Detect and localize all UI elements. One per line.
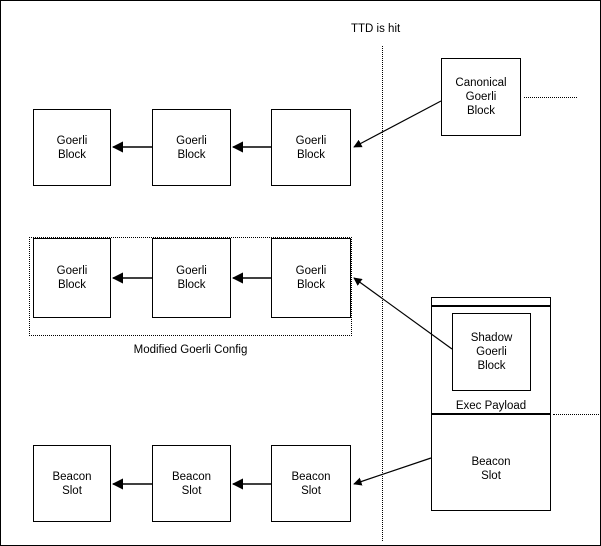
beacon-slot-row3-1: Beacon Slot (33, 445, 111, 522)
modified-goerli-config-boundary (29, 237, 352, 336)
goerli-block-row1-3: Goerli Block (271, 109, 351, 186)
beacon-slot-panel-label: Beacon Slot (471, 456, 511, 482)
canonical-chain-continues-dotted (524, 97, 577, 98)
shadow-goerli-block: Shadow Goerli Block (452, 313, 531, 391)
goerli-block-row2-3: Goerli Block (271, 238, 351, 318)
beacon-chain-continues-dotted (553, 414, 600, 415)
goerli-block-row2-1: Goerli Block (33, 238, 111, 318)
modified-goerli-config-label: Modified Goerli Config (133, 344, 248, 356)
ttd-timeline-dotted-line (382, 46, 383, 541)
ttd-is-hit-label: TTD is hit (351, 23, 401, 35)
beacon-slot-row3-2: Beacon Slot (152, 445, 231, 522)
beacon-slot-row3-3: Beacon Slot (271, 445, 351, 522)
goerli-block-row1-2: Goerli Block (152, 109, 231, 186)
payload-panel-header-strip (431, 297, 551, 306)
goerli-block-row1-1: Goerli Block (33, 109, 111, 186)
canonical-goerli-block: Canonical Goerli Block (441, 58, 521, 136)
goerli-block-row2-2: Goerli Block (152, 238, 231, 318)
exec-payload-label: Exec Payload (455, 400, 527, 412)
beacon-slot-panel (431, 414, 551, 511)
